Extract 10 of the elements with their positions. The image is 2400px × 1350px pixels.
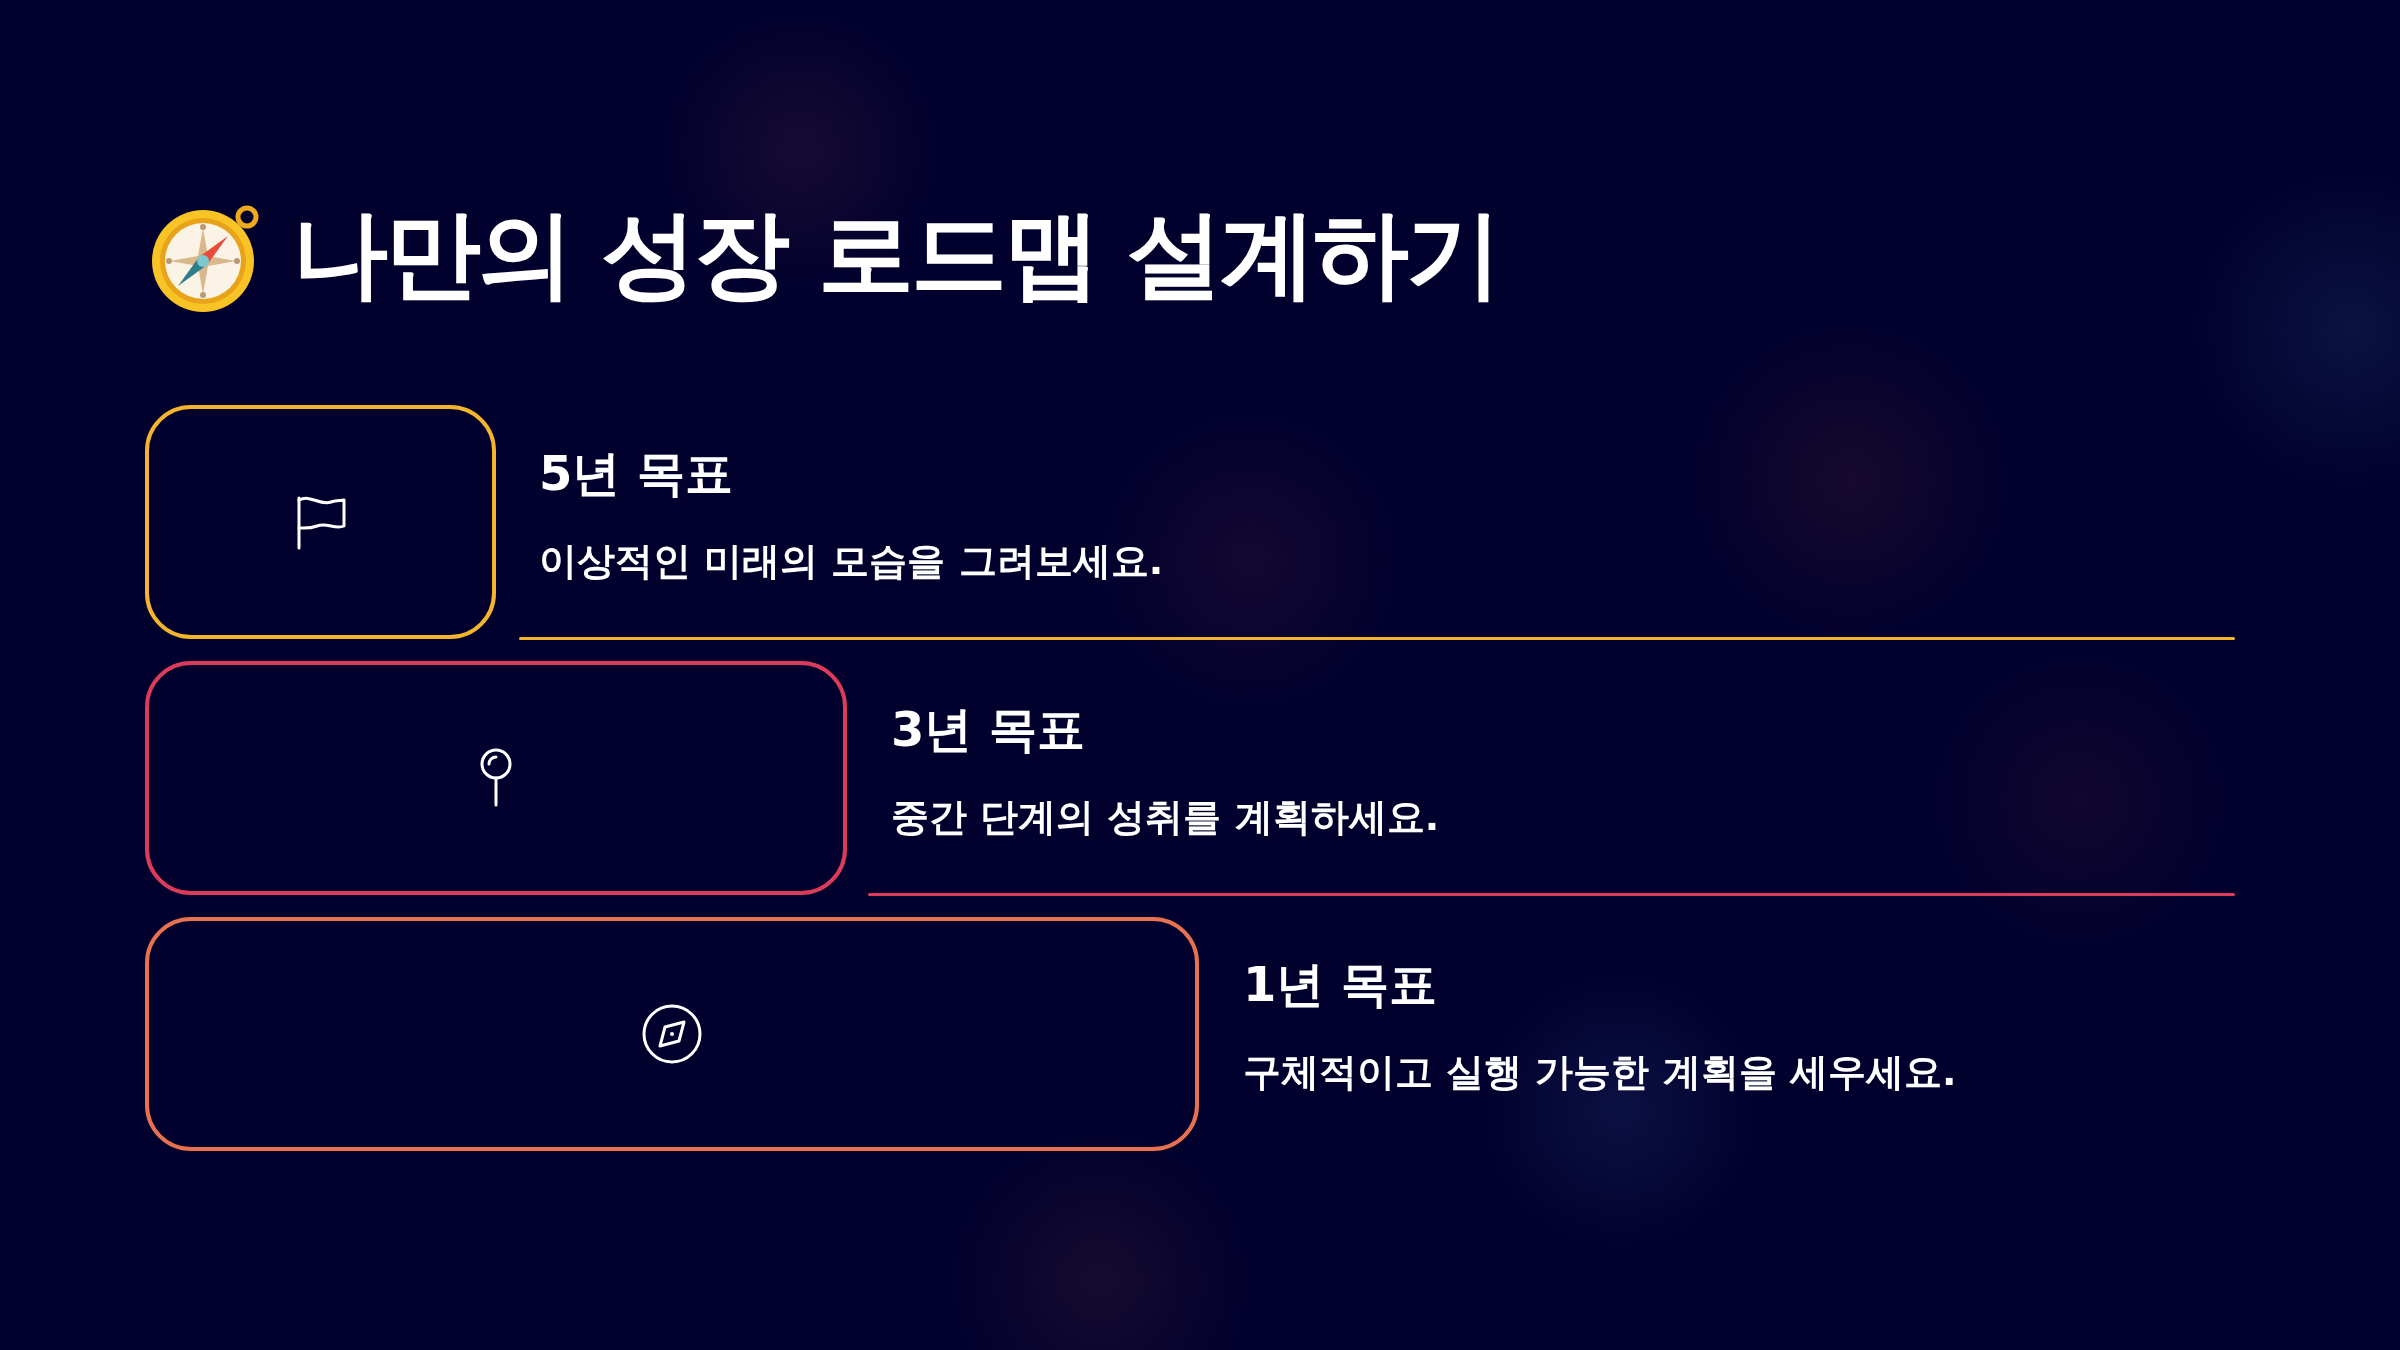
goal-heading: 1년 목표 <box>1243 955 1438 1013</box>
goal-description: 이상적인 미래의 모습을 그려보세요. <box>539 538 1164 585</box>
goal-description: 중간 단계의 성취를 계획하세요. <box>891 794 1440 841</box>
goal-heading: 5년 목표 <box>539 444 734 502</box>
goal-card <box>145 917 1199 1151</box>
goal-card <box>145 405 496 639</box>
goal-card <box>145 661 847 895</box>
goal-description: 구체적이고 실행 가능한 계획을 세우세요. <box>1243 1049 1957 1096</box>
slide-title: 나만의 성장 로드맵 설계하기 <box>292 197 1500 312</box>
goal-heading: 3년 목표 <box>891 700 1086 758</box>
